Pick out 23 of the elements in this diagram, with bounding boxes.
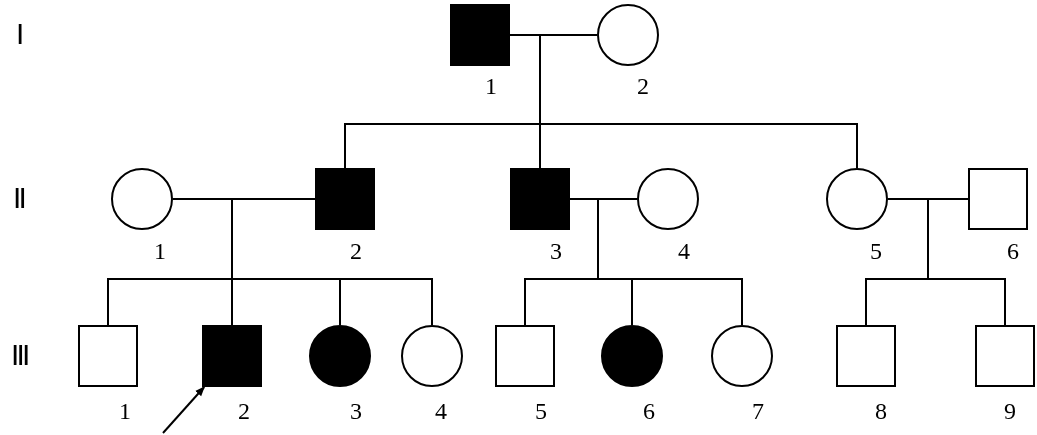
individual-number: 6 — [1007, 238, 1019, 264]
individual-number: 7 — [752, 398, 764, 424]
descent-line — [597, 198, 743, 326]
generation-label: Ⅰ — [16, 20, 24, 50]
individual-number: 5 — [535, 398, 547, 424]
individual-number: 4 — [678, 238, 690, 264]
individual-number: 3 — [550, 238, 562, 264]
individual-number: 1 — [485, 73, 497, 99]
individual-number: 9 — [1004, 398, 1016, 424]
individual-number: 5 — [870, 238, 882, 264]
individual-number: 6 — [643, 398, 655, 424]
individual-number: 1 — [154, 238, 166, 264]
individual-number: 8 — [875, 398, 887, 424]
individual-number: 2 — [637, 73, 649, 99]
proband-arrow — [162, 386, 206, 434]
individual-number: 4 — [435, 398, 447, 424]
individual-number: 1 — [119, 398, 131, 424]
descent-line — [927, 198, 1006, 326]
generation-label: Ⅲ — [10, 341, 30, 371]
individual-number: 3 — [350, 398, 362, 424]
generation-label: Ⅱ — [13, 184, 27, 214]
individual-number: 2 — [238, 398, 250, 424]
individual-number: 2 — [350, 238, 362, 264]
